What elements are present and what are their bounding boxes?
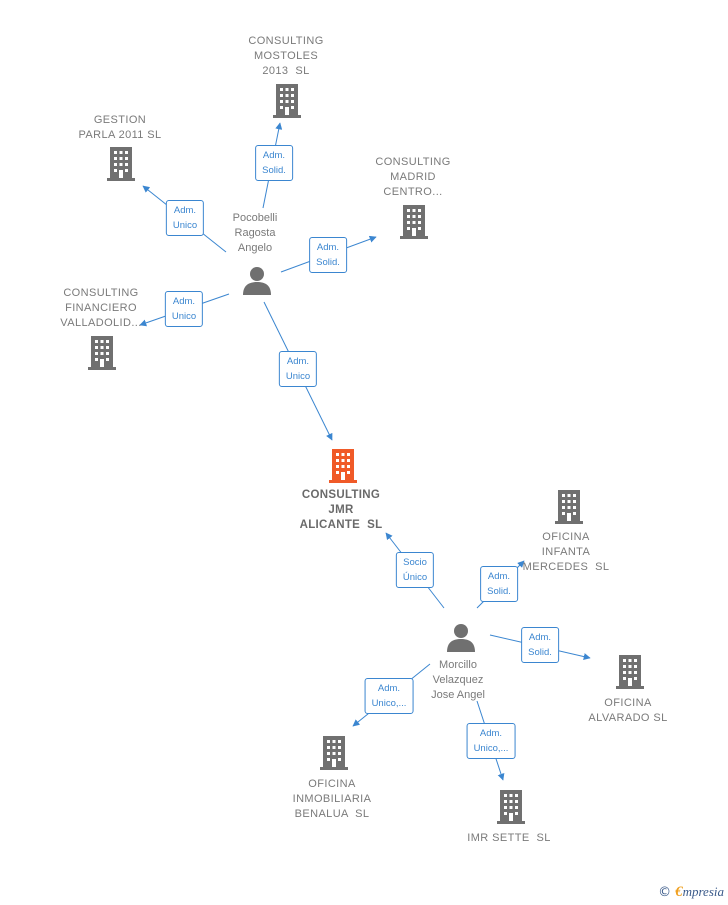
brand-name: mpresia [682, 884, 724, 899]
brand-logo[interactable]: ©€mpresia [658, 884, 724, 901]
node-label-oficina-alvarado[interactable]: OFICINA ALVARADO SL [588, 697, 668, 724]
copyright-icon: © [658, 885, 672, 900]
building-icon[interactable] [616, 655, 644, 689]
brand-initial: € [675, 884, 683, 900]
person-icon[interactable] [447, 624, 475, 652]
edge-label-pocobelli-gestion[interactable]: Adm. Unico [165, 200, 205, 236]
building-icon[interactable] [273, 84, 301, 118]
building-icon[interactable] [88, 336, 116, 370]
building-icon[interactable] [555, 490, 583, 524]
node-label-consulting-jmr-alicante[interactable]: CONSULTING JMR ALICANTE SL [299, 489, 383, 531]
edge-label-pocobelli-valladolid[interactable]: Adm. Unico [164, 291, 204, 327]
building-icon[interactable] [400, 205, 428, 239]
building-icon[interactable] [497, 790, 525, 824]
edge-label-pocobelli-madrid[interactable]: Adm. Solid. [309, 237, 347, 273]
edge-label-morcillo-alvarado[interactable]: Adm. Solid. [521, 627, 559, 663]
edge-label-pocobelli-mostoles[interactable]: Adm. Solid. [255, 145, 293, 181]
node-label-imr-sette[interactable]: IMR SETTE SL [467, 832, 551, 844]
building-icon[interactable] [329, 449, 357, 483]
node-label-oficina-infanta[interactable]: OFICINA INFANTA MERCEDES SL [522, 531, 610, 573]
node-label-morcillo[interactable]: Morcillo Velazquez Jose Angel [431, 659, 485, 701]
node-label-consulting-valladolid[interactable]: CONSULTING FINANCIERO VALLADOLID... [60, 287, 142, 329]
edge-label-morcillo-main[interactable]: Socio Único [395, 552, 435, 588]
node-label-pocobelli[interactable]: Pocobelli Ragosta Angelo [232, 212, 278, 254]
node-label-consulting-mostoles[interactable]: CONSULTING MOSTOLES 2013 SL [248, 35, 324, 77]
node-label-oficina-benalua[interactable]: OFICINA INMOBILIARIA BENALUA SL [292, 778, 372, 820]
person-icon[interactable] [243, 267, 271, 295]
building-icon[interactable] [107, 147, 135, 181]
edge-label-morcillo-benalua[interactable]: Adm. Unico,... [364, 678, 414, 714]
building-icon[interactable] [320, 736, 348, 770]
edge-label-morcillo-sette[interactable]: Adm. Unico,... [466, 723, 516, 759]
node-label-gestion-parla[interactable]: GESTION PARLA 2011 SL [78, 114, 162, 141]
edge-label-morcillo-infanta[interactable]: Adm. Solid. [480, 566, 518, 602]
edge-label-pocobelli-main[interactable]: Adm. Unico [278, 351, 318, 387]
node-label-consulting-madrid[interactable]: CONSULTING MADRID CENTRO... [375, 156, 451, 198]
